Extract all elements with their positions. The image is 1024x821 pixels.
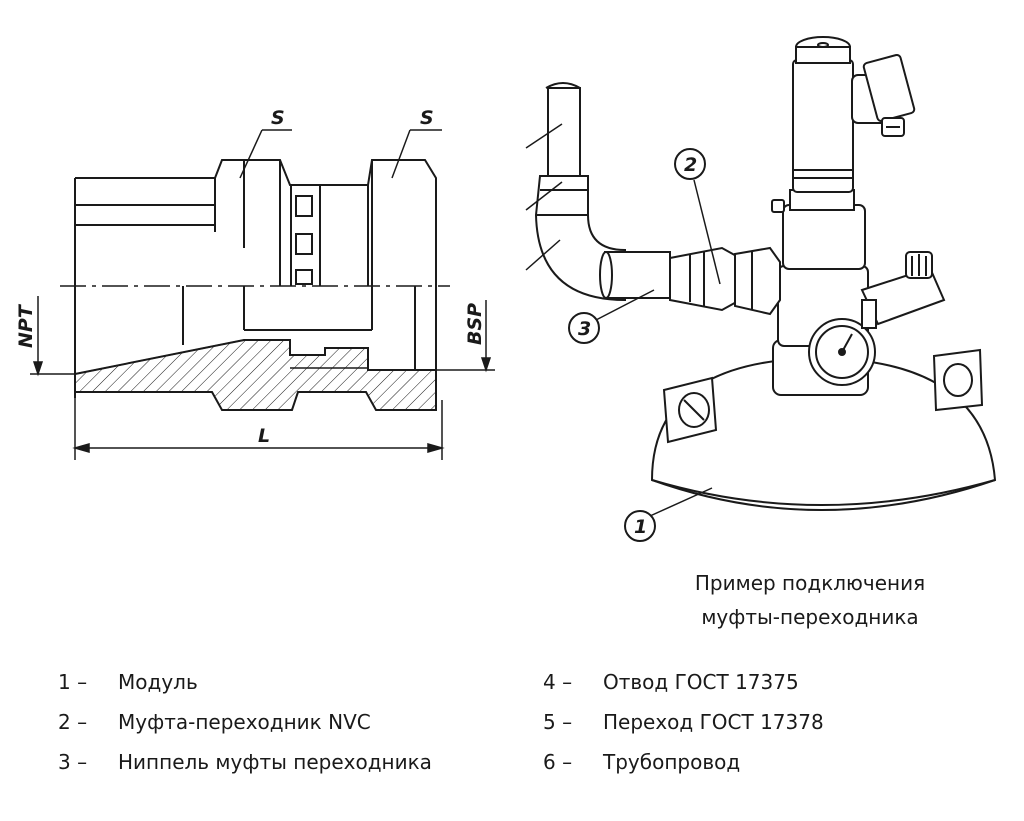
- module-lug-right: [932, 348, 984, 412]
- legend-item: 1 – Модуль: [58, 662, 432, 702]
- valve-body: [771, 36, 946, 396]
- callout-2: [674, 148, 721, 285]
- bsp-dimension: [436, 300, 495, 373]
- legend-label: Модуль: [118, 670, 198, 694]
- length-dimension: [72, 398, 445, 460]
- callout-1-label: 1: [634, 516, 647, 538]
- caption-line-2: муфты-переходника: [701, 605, 919, 629]
- adapter-coupling-body: [604, 251, 671, 299]
- bsp-label: BSP: [464, 303, 486, 345]
- s-leaders: [239, 129, 442, 179]
- legend-num: 6 –: [543, 750, 573, 774]
- length-label: L: [258, 425, 270, 447]
- callout-3-label: 3: [578, 318, 591, 340]
- npt-label: NPT: [15, 303, 37, 348]
- legend-left: 1 – Модуль 2 – Муфта-переходник NVC 3 – Нип…: [58, 662, 432, 782]
- legend-label: Муфта-переходник NVC: [118, 710, 371, 734]
- coupling-section-drawing: [30, 129, 495, 460]
- legend-right: 4 – Отвод ГОСТ 17375 5 – Переход ГОСТ 1737…: [543, 662, 824, 782]
- nvc-coupling-hex: [734, 246, 781, 316]
- connection-example-illustration: [525, 36, 997, 542]
- callout-2-label: 2: [684, 154, 697, 176]
- caption-line-1: Пример подключения: [694, 571, 926, 595]
- npt-dimension: [30, 296, 75, 377]
- coupling-bore: [74, 286, 437, 370]
- coupling-outer-body: [74, 159, 437, 398]
- pipeline: [534, 82, 781, 316]
- s-label-left: S: [271, 107, 285, 129]
- s-label-right: S: [420, 107, 434, 129]
- legend-item: 6 – Трубопровод: [543, 742, 824, 782]
- legend-item: 3 – Ниппель муфты переходника: [58, 742, 432, 782]
- legend-num: 1 –: [58, 670, 88, 694]
- legend-label: Трубопровод: [603, 750, 741, 774]
- pressure-gauge: [808, 299, 877, 386]
- legend-label: Переход ГОСТ 17378: [603, 710, 824, 734]
- legend-item: 4 – Отвод ГОСТ 17375: [543, 662, 824, 702]
- legend-num: 4 –: [543, 670, 573, 694]
- legend-item: 2 – Муфта-переходник NVC: [58, 702, 432, 742]
- legend-item: 5 – Переход ГОСТ 17378: [543, 702, 824, 742]
- hatched-section: [74, 339, 437, 411]
- callout-1: [624, 487, 713, 542]
- pipe-pointer-lines: [525, 123, 563, 271]
- legend-num: 2 –: [58, 710, 88, 734]
- legend-num: 3 –: [58, 750, 88, 774]
- legend-label: Ниппель муфты переходника: [118, 750, 432, 774]
- module-lug-left: [662, 376, 718, 444]
- legend-label: Отвод ГОСТ 17375: [603, 670, 799, 694]
- callout-3: [568, 289, 655, 344]
- legend-num: 5 –: [543, 710, 573, 734]
- example-caption: Пример подключения муфты-переходника: [640, 566, 980, 634]
